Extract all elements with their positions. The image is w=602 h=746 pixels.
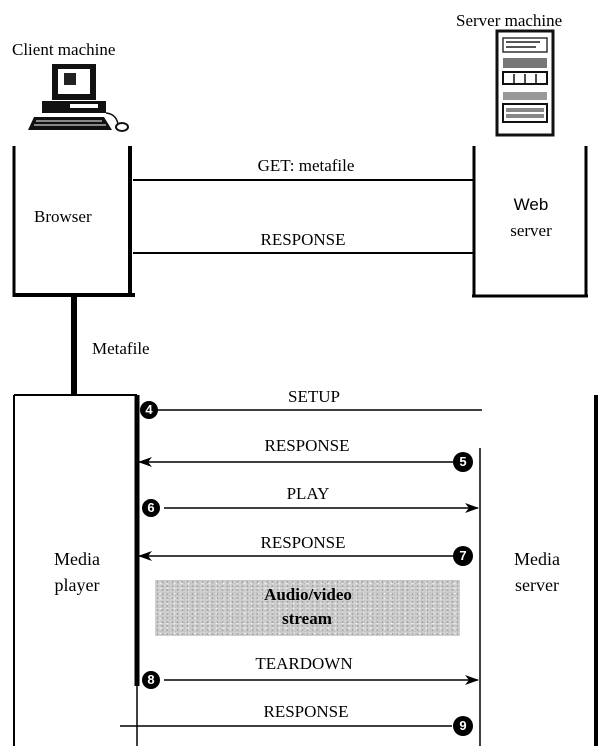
server-machine-label: Server machine <box>456 11 562 31</box>
server-tower-icon <box>497 31 553 135</box>
media-server-label-1: Media <box>514 549 560 569</box>
msg-label-response-7: RESPONSE <box>260 533 345 553</box>
client-computer-icon <box>28 64 128 131</box>
step-7-number: 7 <box>459 547 466 565</box>
msg-label-response-5: RESPONSE <box>264 436 349 456</box>
step-8-number: 8 <box>147 671 154 689</box>
browser-label: Browser <box>34 207 92 227</box>
media-player-box <box>14 395 137 746</box>
web-label: Web <box>514 195 549 215</box>
stream-label-1: Audio/video <box>264 585 352 605</box>
client-machine-label: Client machine <box>12 40 115 60</box>
media-server-box <box>480 395 596 746</box>
msg-label-response-9: RESPONSE <box>263 702 348 722</box>
msg-label-teardown: TEARDOWN <box>255 654 352 674</box>
step-4-number: 4 <box>145 401 152 419</box>
media-player-label-1: Media <box>54 549 100 569</box>
media-server-label-2: server <box>515 575 559 595</box>
media-player-label-2: player <box>55 575 100 595</box>
msg-label-play: PLAY <box>287 484 330 504</box>
step-9-number: 9 <box>459 717 466 735</box>
msg-label-setup: SETUP <box>288 387 340 407</box>
stream-label-2: stream <box>282 609 332 629</box>
web-server-label: server <box>510 221 552 241</box>
step-6-number: 6 <box>147 499 154 517</box>
msg-label-response-1: RESPONSE <box>260 230 345 250</box>
step-5-number: 5 <box>459 453 466 471</box>
metafile-label: Metafile <box>92 339 150 359</box>
msg-label-get-metafile: GET: metafile <box>258 156 355 176</box>
